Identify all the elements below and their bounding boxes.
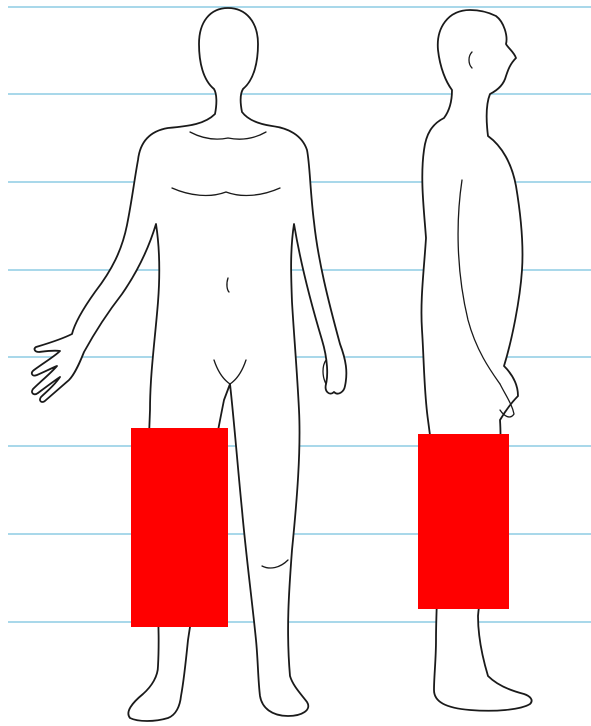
- side-censor-block: [418, 434, 509, 609]
- front-censor-block: [131, 428, 228, 627]
- front-hand-right: [323, 360, 326, 384]
- censor-blocks: [131, 428, 509, 627]
